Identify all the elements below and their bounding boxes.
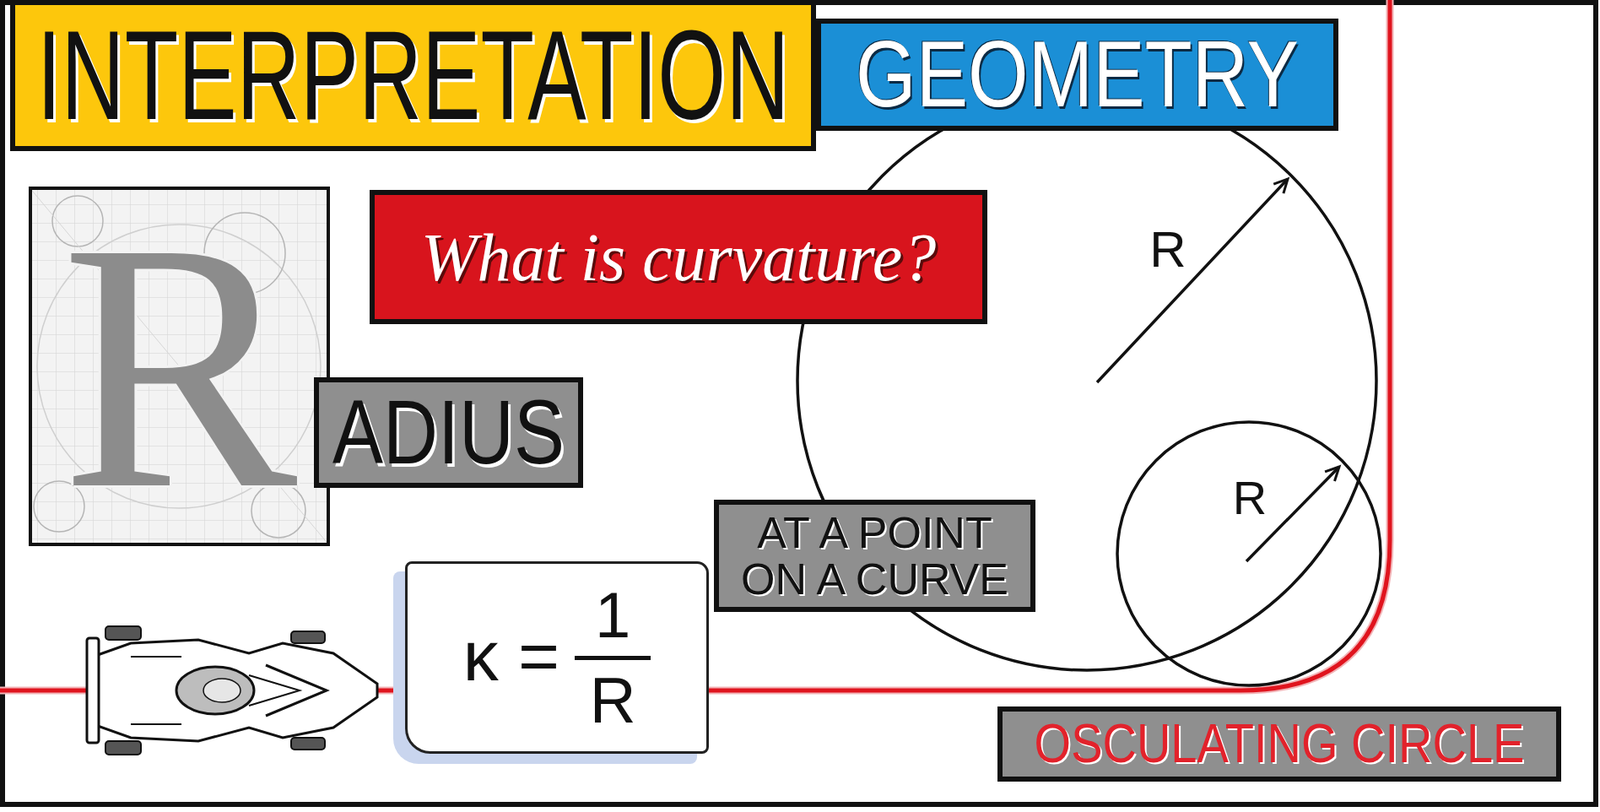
label-text: ADIUS: [332, 379, 565, 485]
topic-banner: GEOMETRY: [816, 18, 1339, 131]
radius-arrow: [1097, 178, 1288, 383]
letter-tile: R: [28, 186, 330, 546]
label-text: R: [60, 206, 298, 526]
label-text: What is curvature?: [421, 218, 936, 297]
fraction: 1R: [574, 578, 651, 737]
label-text: AT A POINT ON A CURVE: [735, 509, 1015, 602]
radius-label: R: [1149, 224, 1186, 276]
note-banner: AT A POINT ON A CURVE: [713, 499, 1036, 612]
label-text: R: [589, 659, 637, 737]
osculating-circle: [1117, 421, 1381, 686]
race-car: [86, 626, 378, 755]
construction-grid: [28, 186, 330, 546]
formula-card: κ =1R: [405, 561, 709, 754]
word-banner: ADIUS: [313, 377, 584, 488]
label-text: κ =: [463, 615, 560, 698]
label-text: INTERPRETATION: [37, 2, 790, 149]
label-text: GEOMETRY: [855, 21, 1299, 129]
question-banner: What is curvature?: [369, 189, 988, 325]
term-banner: OSCULATING CIRCLE: [997, 706, 1562, 782]
title-banner: INTERPRETATION: [10, 0, 817, 152]
radius-label: R: [1232, 474, 1267, 522]
label-text: 1: [574, 578, 651, 660]
label-text: OSCULATING CIRCLE: [1034, 712, 1525, 775]
